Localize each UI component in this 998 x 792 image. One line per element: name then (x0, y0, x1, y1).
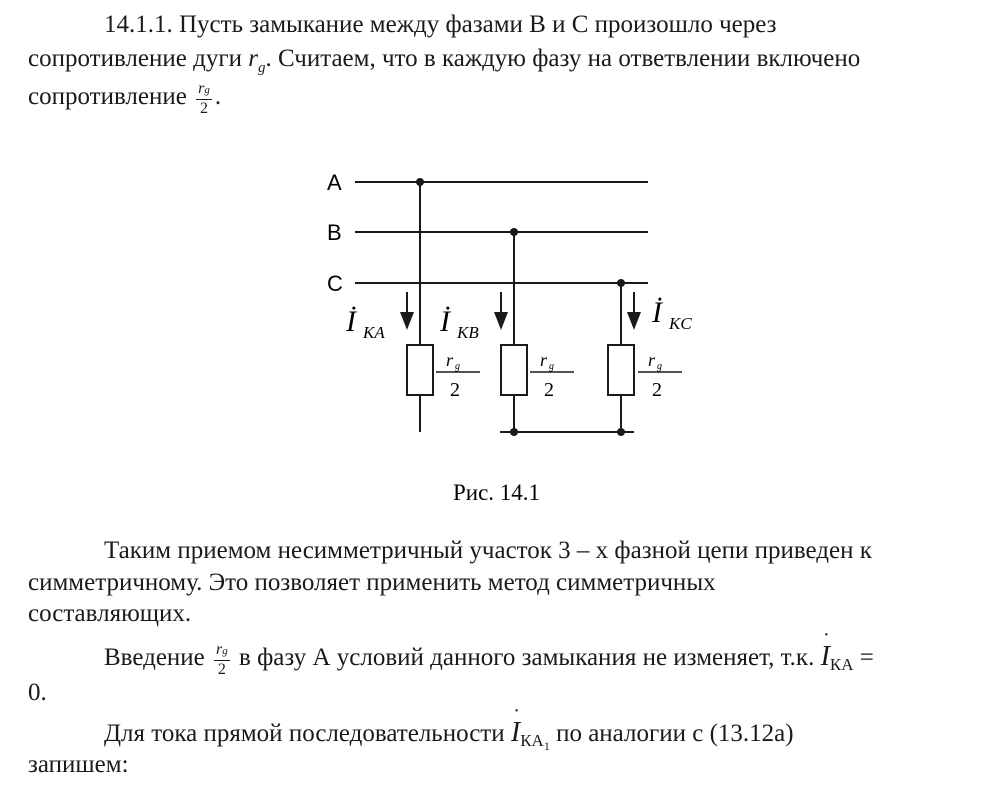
current-ka-symbol: İ (345, 305, 358, 338)
frac-denominator: 2 (199, 100, 208, 117)
intro-text-1: 14.1.1. Пусть замыкание между фазами В и… (104, 11, 777, 38)
res-b-num-sub: g (549, 361, 554, 372)
phase-b-label: B (327, 220, 342, 245)
arrow-c-icon (627, 312, 641, 330)
body-p2-mid: в фазу А условий данного замыкания не из… (232, 644, 821, 671)
p2-frac-numerator: r (216, 640, 223, 658)
body-p3-start: Для тока прямой последовательности (104, 720, 511, 747)
junction-bottom-c (617, 428, 625, 436)
p2-frac-numerator-sub: g (222, 644, 228, 657)
res-c-num-sub: g (657, 361, 662, 372)
arrow-a-icon (400, 312, 414, 330)
phase-a-label: A (327, 170, 342, 195)
res-a-num-sub: g (455, 361, 460, 372)
p2-current-symbol: I (821, 624, 831, 673)
body-p2-end: = (853, 644, 874, 671)
junction-c (617, 279, 625, 287)
intro-line-1: 14.1.1. Пусть замыкание между фазами В и… (104, 8, 777, 41)
junction-a (416, 178, 424, 186)
res-b-den: 2 (544, 379, 554, 401)
body-p3-line2: запишем: (28, 748, 129, 781)
intro-text-3b: . (214, 83, 222, 111)
frac-numerator-sub: g (204, 84, 210, 96)
r-symbol: r (248, 45, 258, 72)
figure-caption: Рис. 14.1 (453, 480, 540, 505)
phase-c-label: C (327, 271, 343, 296)
body-p2-text2: 0. (28, 679, 47, 706)
resistor-b (500, 344, 528, 396)
current-kc-symbol: İ (651, 296, 664, 329)
body-p1-text2: симметричному. Это позволяет применить м… (28, 569, 716, 596)
p3-current-subsub: 1 (543, 739, 550, 753)
intro-line-3: сопротивление rg 2. (28, 80, 221, 117)
body-p1-line3: составляющих. (28, 597, 191, 630)
body-p3-line1: Для тока прямой последовательности IКА1 … (104, 700, 794, 763)
intro-text-2a: сопротивление дуги (28, 45, 249, 72)
body-p1-line2: симметричному. Это позволяет применить м… (28, 566, 716, 599)
body-p1-text1: Таким приемом несимметричный участок 3 –… (104, 537, 872, 564)
p2-current-sub: КА (829, 655, 854, 674)
body-p1-text3: составляющих. (28, 600, 192, 627)
intro-text-2b: . Считаем, что в каждую фазу на ответвле… (265, 45, 861, 72)
current-ka-sub: KA (362, 323, 385, 342)
intro-fraction: rg 2 (196, 80, 212, 117)
resistor-c (607, 344, 635, 396)
res-c-den: 2 (652, 379, 662, 401)
body-p3-end: по аналогии с (13.12а) (549, 720, 794, 747)
body-p2-start: Введение (104, 644, 212, 671)
arrow-b-icon (494, 312, 508, 330)
res-b-num: r (540, 350, 548, 370)
body-p1-line1: Таким приемом несимметричный участок 3 –… (104, 534, 872, 567)
res-c-num: r (648, 350, 656, 370)
res-a-num: r (446, 350, 454, 370)
junction-bottom-b (510, 428, 518, 436)
p3-current-symbol: I (511, 700, 521, 749)
intro-line-2: сопротивление дуги rg. Считаем, что в ка… (28, 42, 860, 85)
intro-text-3a: сопротивление (28, 83, 194, 111)
g-subscript: g (257, 60, 266, 76)
p3-current-sub: КА (520, 731, 544, 750)
body-p2-line2: 0. (28, 676, 47, 709)
body-p3-text2: запишем: (28, 751, 129, 778)
resistor-a (406, 344, 434, 396)
current-kb-sub: KB (456, 323, 479, 342)
current-kb-symbol: İ (439, 305, 452, 338)
body-p2-line1: Введение rg 2 в фазу А условий данного за… (104, 624, 874, 681)
p2-frac-denominator: 2 (217, 660, 226, 678)
body-p2-fraction: rg 2 (214, 641, 230, 678)
res-a-den: 2 (450, 379, 460, 401)
current-kc-sub: KC (668, 314, 692, 333)
junction-b (510, 228, 518, 236)
frac-numerator: r (198, 80, 205, 97)
